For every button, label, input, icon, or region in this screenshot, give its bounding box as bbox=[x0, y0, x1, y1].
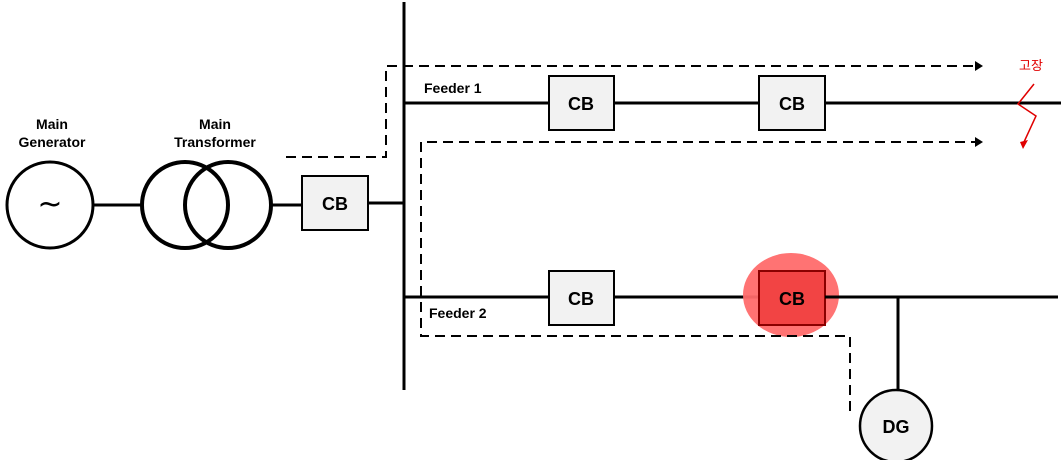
fault-label: 고장 bbox=[1019, 59, 1043, 74]
feeder2-label: Feeder 2 bbox=[429, 305, 487, 321]
main-generator: ~ bbox=[5, 160, 95, 250]
feeder2-cb-b-label: CB bbox=[779, 289, 805, 309]
generator-label-line2: Generator bbox=[19, 134, 86, 150]
fault-arrow-icon bbox=[1020, 140, 1028, 149]
transformer-winding-1 bbox=[140, 160, 230, 250]
feeder1-cb-b-label: CB bbox=[779, 94, 805, 114]
feeder2-breaker-b-highlighted bbox=[758, 270, 826, 326]
main-cb-label: CB bbox=[322, 194, 348, 214]
feeder1-breaker-b bbox=[758, 75, 826, 131]
feeder1-cb-a-label: CB bbox=[568, 94, 594, 114]
fault-current-path-2 bbox=[420, 141, 975, 411]
fault-current-path-1 bbox=[286, 65, 975, 158]
distributed-generator bbox=[858, 388, 934, 460]
generator-label-line1: Main bbox=[36, 116, 68, 132]
feeder1-breaker-a bbox=[548, 75, 615, 131]
dg-label: DG bbox=[883, 417, 910, 437]
feeder1-label: Feeder 1 bbox=[424, 80, 482, 96]
fault-lightning-icon bbox=[1016, 83, 1037, 143]
main-transformer bbox=[140, 160, 273, 250]
generator-symbol: ~ bbox=[37, 187, 62, 222]
path1-arrowhead-icon bbox=[975, 61, 983, 71]
transformer-label-line1: Main bbox=[199, 116, 231, 132]
feeder2-cb-a-label: CB bbox=[568, 289, 594, 309]
path2-arrowhead-icon bbox=[975, 137, 983, 147]
transformer-label-line2: Transformer bbox=[174, 134, 256, 150]
